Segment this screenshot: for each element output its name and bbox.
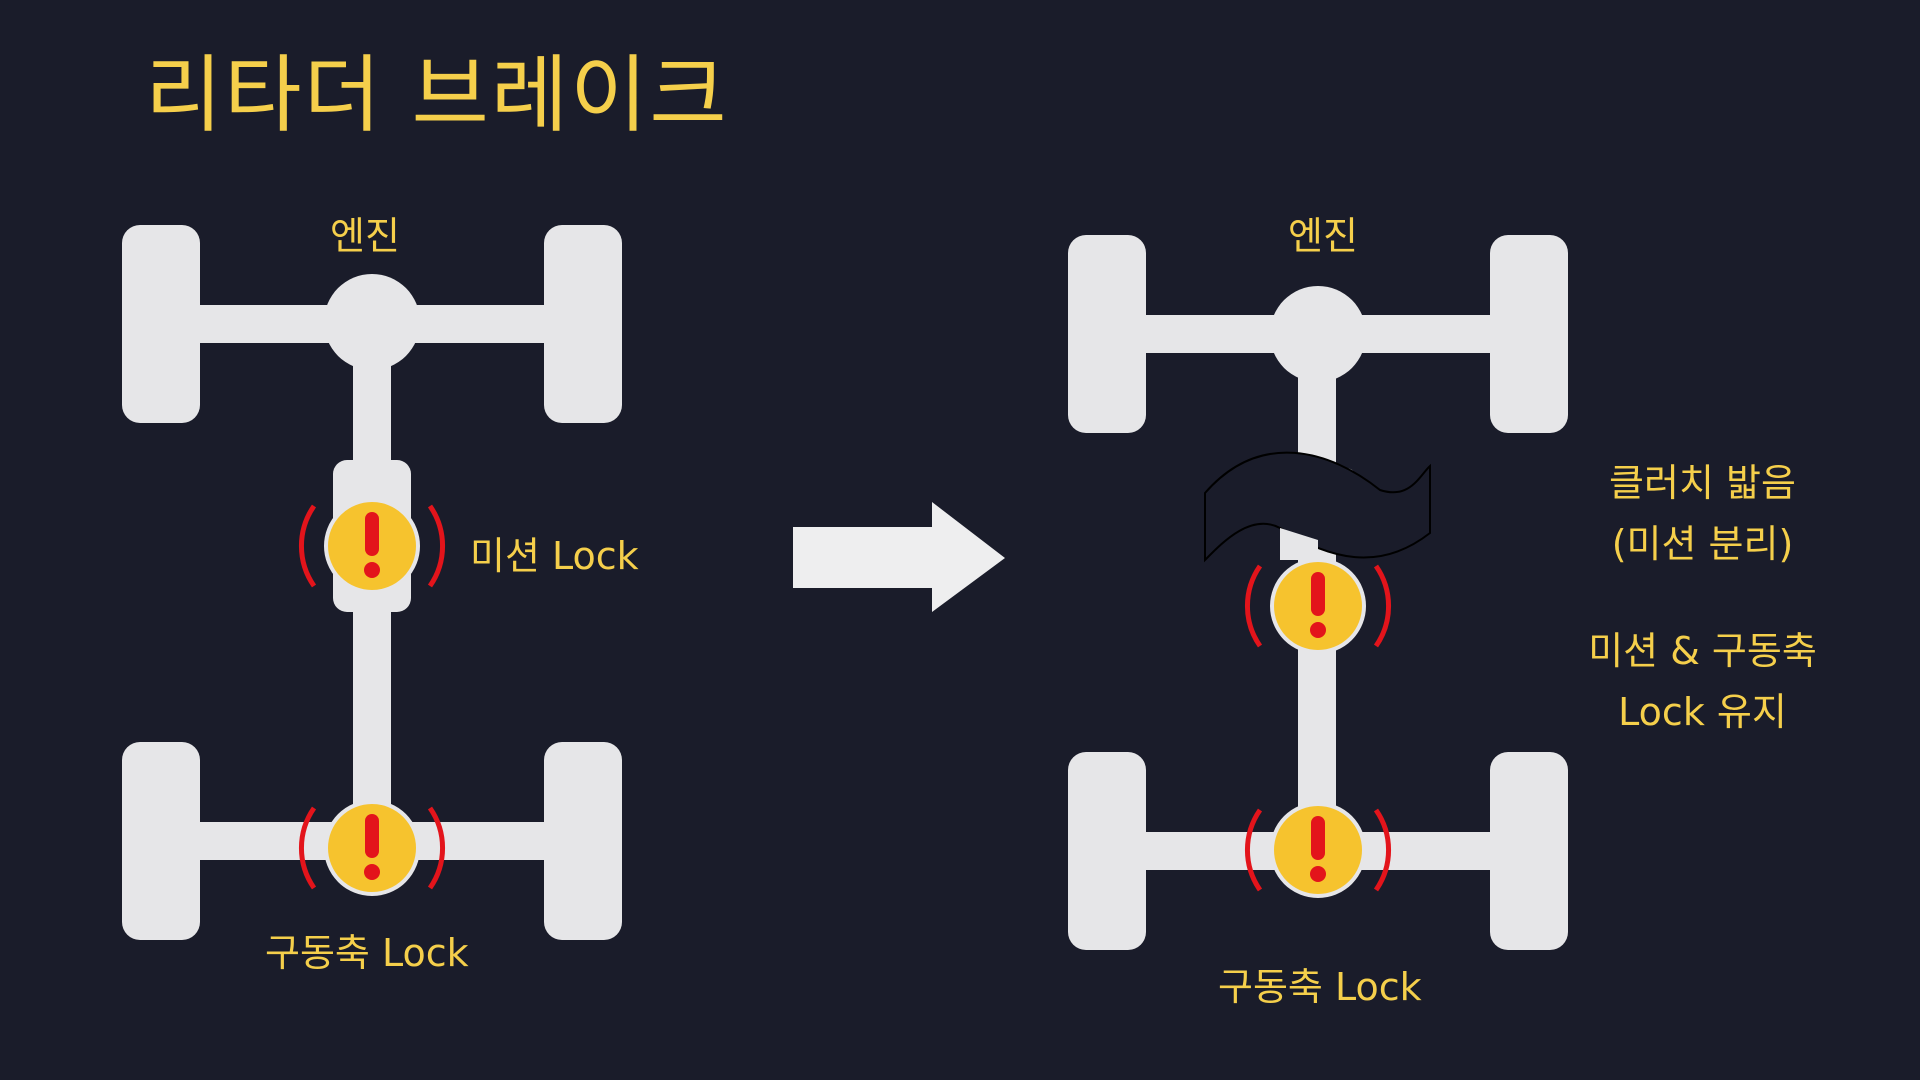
right-rear-wheel-right (1490, 752, 1568, 950)
page-title: 리타더 브레이크 (145, 46, 729, 144)
right-engine-label: 엔진 (1288, 214, 1358, 258)
right-engine-hub (1270, 286, 1366, 382)
clutch-note: 클러치 밟음 (미션 분리) (1580, 452, 1825, 568)
right-front-wheel-right (1490, 235, 1568, 433)
left-front-wheel-right (544, 225, 622, 423)
disconnect-tilde-icon (1204, 451, 1431, 563)
clutch-note-line2: (미션 분리) (1611, 522, 1794, 566)
right-transmission-warning-icon (1247, 560, 1388, 652)
right-front-wheel-left (1068, 235, 1146, 433)
left-rear-wheel-left (122, 742, 200, 940)
clutch-note-line1: 클러치 밟음 (1609, 461, 1796, 505)
lock-note-line2: Lock 유지 (1618, 690, 1787, 734)
right-driveshaft-label: 구동축 Lock (1218, 965, 1422, 1009)
left-front-wheel-left (122, 225, 200, 423)
left-driveshaft-label: 구동축 Lock (265, 931, 469, 975)
right-rear-wheel-left (1068, 752, 1146, 950)
left-engine-label: 엔진 (330, 214, 400, 258)
lock-note: 미션 & 구동축 Lock 유지 (1565, 620, 1840, 736)
left-rear-wheel-right (544, 742, 622, 940)
left-transmission-label: 미션 Lock (470, 534, 639, 578)
lock-note-line1: 미션 & 구동축 (1588, 629, 1817, 673)
left-transmission-warning-icon (301, 500, 442, 592)
left-engine-hub (324, 274, 420, 370)
right-arrow-icon (793, 502, 1005, 612)
